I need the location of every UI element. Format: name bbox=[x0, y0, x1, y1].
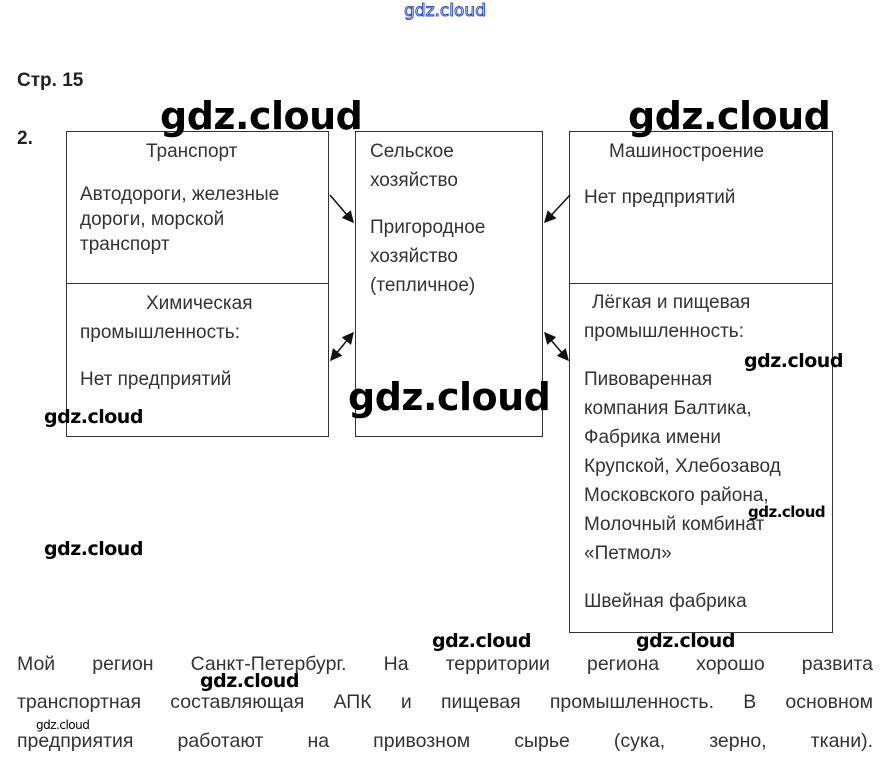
light-food-body-7: «Петмол» bbox=[584, 543, 672, 564]
paragraph-line-1: Мой регион Санкт-Петербург. На территори… bbox=[17, 653, 873, 675]
watermark: gdz.cloud bbox=[44, 538, 143, 560]
watermark: gdz.cloud bbox=[432, 630, 531, 652]
agriculture-body-1: Пригородное bbox=[370, 217, 486, 238]
watermark: gdz.cloud bbox=[748, 503, 826, 521]
light-food-title-2: промышленность: bbox=[584, 321, 744, 342]
watermark: gdz.cloud bbox=[160, 94, 363, 138]
arrow-chemical bbox=[330, 331, 354, 362]
agriculture-box bbox=[355, 131, 543, 437]
chemical-title-2: промышленность: bbox=[80, 322, 240, 343]
transport-body-2: дороги, морской bbox=[80, 209, 225, 230]
transport-title: Транспорт bbox=[146, 141, 238, 162]
agriculture-body-2: хозяйство bbox=[370, 246, 458, 267]
chemical-body: Нет предприятий bbox=[80, 369, 232, 390]
light-food-body-5: Московского района, bbox=[584, 485, 769, 506]
page-label: Стр. 15 bbox=[17, 70, 84, 91]
transport-body-3: транспорт bbox=[80, 234, 170, 255]
light-food-body-1: Пивоваренная bbox=[584, 369, 713, 390]
light-food-body-3: Фабрика имени bbox=[584, 427, 721, 448]
paragraph-line-3: предприятия работают на привозном сырье … bbox=[17, 730, 873, 752]
chemical-box bbox=[66, 283, 329, 437]
light-food-body-4: Крупской, Хлебозавод bbox=[584, 456, 781, 477]
light-food-body-6: Молочный комбинат bbox=[584, 514, 765, 535]
machinery-body: Нет предприятий bbox=[584, 187, 736, 208]
watermark: gdz.cloud bbox=[36, 718, 90, 732]
agriculture-body-3: (тепличное) bbox=[370, 275, 476, 296]
machinery-title: Машиностроение bbox=[609, 141, 765, 162]
transport-body-1: Автодороги, железные bbox=[80, 184, 280, 205]
light-food-body-2: компания Балтика, bbox=[584, 398, 752, 419]
arrow-transport bbox=[329, 194, 354, 224]
task-number: 2. bbox=[17, 128, 33, 149]
watermark: gdz.cloud bbox=[628, 94, 831, 138]
watermark: gdz.cloud bbox=[348, 375, 551, 419]
watermark: gdz.cloud bbox=[44, 406, 143, 428]
watermark: gdz.cloud bbox=[744, 350, 843, 372]
light-food-box bbox=[569, 283, 833, 633]
agriculture-title-2: хозяйство bbox=[370, 170, 458, 191]
watermark: gdz.cloud bbox=[200, 670, 299, 692]
paragraph-line-2: транспортная составляющая АПК и пищевая … bbox=[17, 691, 873, 713]
chemical-title: Химическая bbox=[146, 293, 253, 314]
light-food-title: Лёгкая и пищевая bbox=[592, 292, 751, 313]
light-food-extra: Швейная фабрика bbox=[584, 591, 747, 612]
arrow-light-food bbox=[544, 331, 569, 362]
agriculture-title-1: Сельское bbox=[370, 141, 454, 162]
watermark: gdz.cloud bbox=[636, 630, 735, 652]
arrow-machinery bbox=[543, 194, 571, 224]
top-watermark: gdz.cloud bbox=[404, 1, 487, 22]
